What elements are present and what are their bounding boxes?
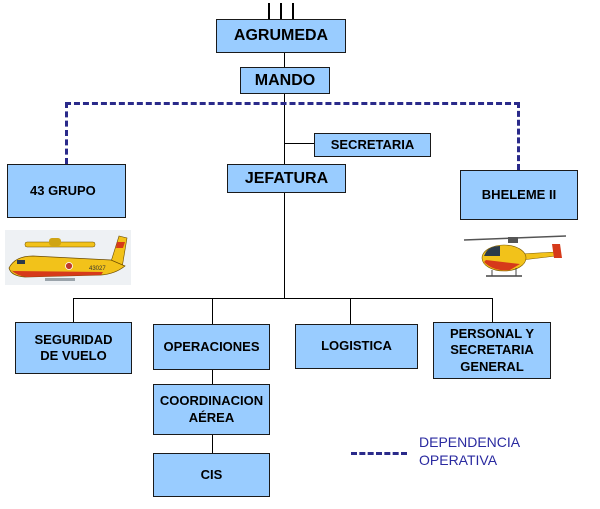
- node-43-grupo: 43 GRUPO: [7, 164, 126, 218]
- node-mando: MANDO: [240, 67, 330, 94]
- top-connector-2: [280, 3, 282, 19]
- connector-personal: [492, 298, 493, 322]
- node-logistica: LOGISTICA: [295, 324, 418, 369]
- connector-horizontal-departments: [73, 298, 493, 299]
- connector-logistica: [350, 298, 351, 324]
- rescue-helicopter-image: [460, 228, 570, 283]
- dashed-right-vertical: [517, 102, 520, 170]
- legend-dashed-line-sample: [351, 452, 407, 455]
- node-jefatura: JEFATURA: [227, 164, 346, 193]
- node-bheleme-ii: BHELEME II: [460, 170, 578, 220]
- dashed-left-vertical: [65, 102, 68, 164]
- connector-secretaria: [284, 143, 314, 144]
- dashed-horizontal: [65, 102, 520, 105]
- connector-agrumeda-mando: [284, 53, 285, 67]
- connector-mando-jefatura: [284, 94, 285, 164]
- legend-label: DEPENDENCIA OPERATIVA: [419, 434, 521, 468]
- connector-operaciones-coordinacion: [212, 370, 213, 384]
- top-connector-1: [268, 3, 270, 19]
- node-secretaria: SECRETARIA: [314, 133, 431, 157]
- node-cis: CIS: [153, 453, 270, 497]
- top-connector-3: [292, 3, 294, 19]
- node-operaciones: OPERACIONES: [153, 324, 270, 370]
- node-agrumeda: AGRUMEDA: [216, 19, 346, 53]
- node-coordinacion-aerea: COORDINACION AÉREA: [153, 384, 270, 435]
- connector-coordinacion-cis: [212, 435, 213, 453]
- connector-jefatura-down: [284, 193, 285, 299]
- plane-code-text: 43027: [89, 266, 106, 272]
- node-personal-y-secretaria-general: PERSONAL Y SECRETARIA GENERAL: [433, 322, 551, 379]
- firefighting-plane-image: 43027: [5, 230, 131, 285]
- connector-seguridad: [73, 298, 74, 322]
- connector-operaciones: [212, 298, 213, 324]
- node-seguridad-de-vuelo: SEGURIDAD DE VUELO: [15, 322, 132, 374]
